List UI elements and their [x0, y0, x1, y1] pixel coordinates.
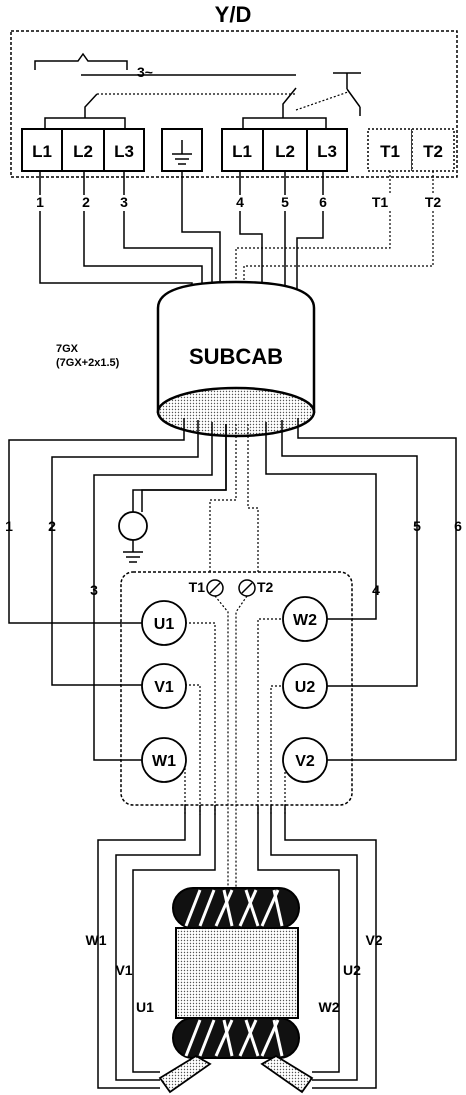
- control-panel-enclosure: [10, 30, 458, 178]
- top-thermal-number-t2: T2: [425, 194, 442, 210]
- thermal-terminal-t1: T1: [380, 142, 400, 161]
- box-wire-ends: [120, 618, 353, 761]
- top-wire-number-5: 5: [281, 194, 289, 210]
- winding-lead-w1: W1: [86, 932, 107, 948]
- box-terminal-w1: W1: [152, 753, 176, 770]
- winding-lead-v2: V2: [365, 932, 382, 948]
- line-terminal-l2: L2: [73, 142, 93, 161]
- winding-lead-wires: [97, 805, 377, 1089]
- top-wire-number-4: 4: [236, 194, 244, 210]
- box-terminal-w2: W2: [293, 612, 317, 629]
- top-thermal-number-t1: T1: [372, 194, 389, 210]
- line-terminal-l3: L3: [114, 142, 134, 161]
- winding-lead-u2: U2: [343, 962, 361, 978]
- thermal-screw-terminals: T1 T2: [189, 579, 274, 597]
- winding-lead-v1: V1: [115, 962, 132, 978]
- thermal-terminal-t2: T2: [423, 142, 443, 161]
- box-terminal-v1: V1: [154, 679, 174, 696]
- winding-lead-u1: U1: [136, 999, 154, 1015]
- winding-lead-w2: W2: [319, 999, 340, 1015]
- box-terminal-u2: U2: [295, 679, 316, 696]
- line-contactor: [44, 93, 126, 128]
- top-wire-number-6: 6: [319, 194, 327, 210]
- box-thermal-label-t1: T1: [189, 579, 206, 595]
- subcab-cable: SUBCAB: [156, 280, 316, 438]
- ground-terminal: [161, 128, 203, 172]
- motor-box-terminals: U1 V1 W1 W2 U2 V2: [141, 596, 328, 783]
- box-terminal-u1: U1: [154, 616, 175, 633]
- box-terminal-v2: V2: [295, 753, 315, 770]
- side-wire-number-2: 2: [48, 518, 56, 534]
- side-wire-number-4: 4: [372, 582, 380, 598]
- line-terminal-l1: L1: [32, 142, 52, 161]
- cable-spec-line1: 7GX: [56, 343, 79, 355]
- cable-spec-line2: (7GX+2x1.5): [56, 357, 120, 369]
- earth-connection: [118, 424, 227, 563]
- top-wires: [39, 171, 434, 298]
- diagram-title: Y/D: [215, 2, 252, 27]
- supply-phase-label: 3~: [137, 64, 153, 80]
- top-wire-number-3: 3: [120, 194, 128, 210]
- auxiliary-link: [295, 91, 349, 111]
- motor-terminal-block: L1 L2 L3: [221, 128, 348, 172]
- thermal-terminal-block: T1 T2: [367, 128, 455, 172]
- box-thermal-label-t2: T2: [257, 579, 274, 595]
- supply-bracket: [34, 52, 128, 70]
- side-wire-number-5: 5: [413, 518, 421, 534]
- line-terminal-block: L1 L2 L3: [21, 128, 145, 172]
- top-wire-number-1: 1: [36, 194, 44, 210]
- side-wire-number-6: 6: [454, 518, 462, 534]
- cable-name: SUBCAB: [189, 344, 283, 369]
- pushbutton-symbol: [333, 72, 361, 116]
- motor-terminal-l3: L3: [317, 142, 337, 161]
- motor-terminal-l2: L2: [275, 142, 295, 161]
- side-wire-number-1: 1: [5, 518, 13, 534]
- top-wire-number-2: 2: [82, 194, 90, 210]
- side-wire-number-3: 3: [90, 582, 98, 598]
- motor-stator: [158, 887, 314, 1094]
- motor-terminal-l1: L1: [232, 142, 252, 161]
- motor-contactor: [242, 87, 327, 128]
